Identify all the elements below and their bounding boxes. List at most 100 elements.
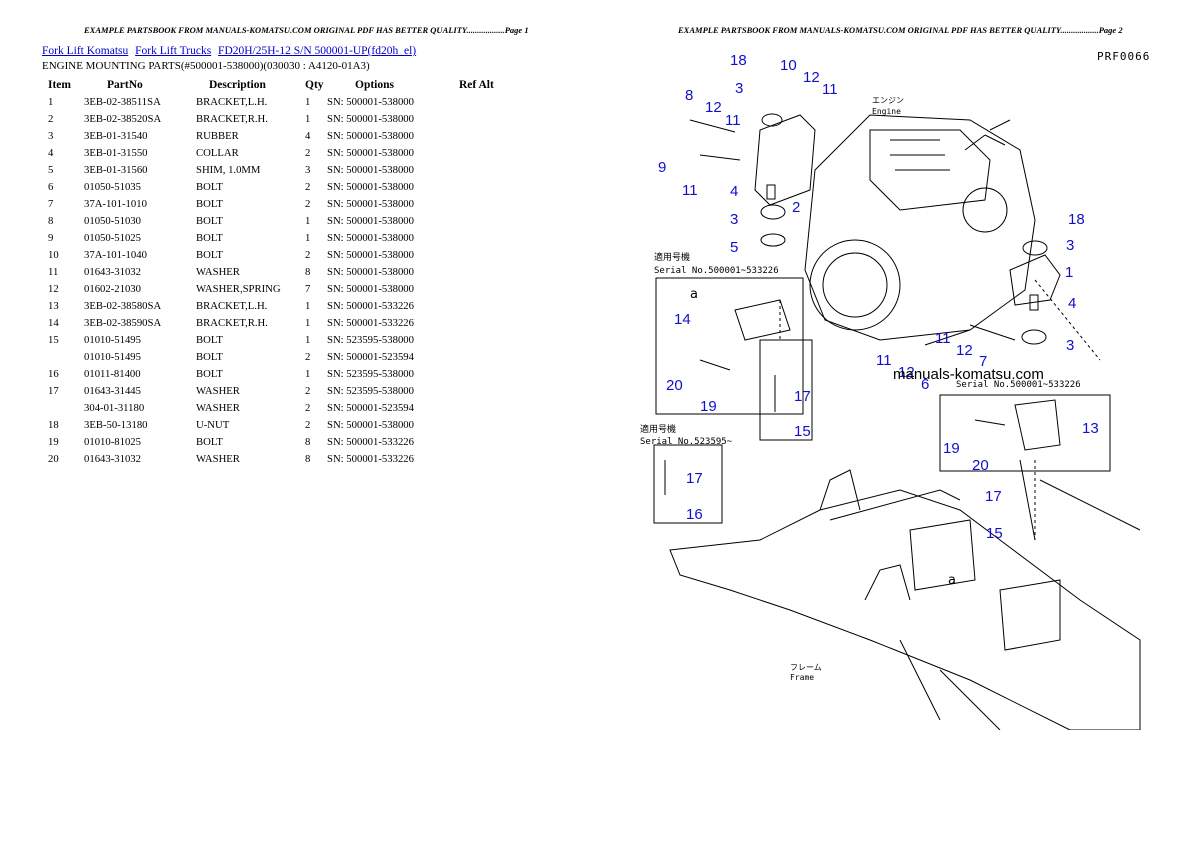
cell-partno: 37A-101-1040 [84,248,147,261]
cell-item: 6 [48,180,54,193]
cell-ref-alt [459,280,499,297]
cell-ref-alt [459,195,499,212]
callout-item-1: 1 [1065,264,1073,281]
page-2-header: EXAMPLE PARTSBOOK FROM MANUALS-KOMATSU.C… [678,25,1123,35]
cell-options: SN: 500001-538000 [327,265,414,278]
cell-qty: 2 [305,248,311,261]
callout-item-2: 2 [792,199,800,216]
cell-ref-alt [459,365,499,382]
serial-label-jp-a: 適用号機 [654,251,690,263]
page-1-header: EXAMPLE PARTSBOOK FROM MANUALS-KOMATSU.C… [84,25,529,35]
cell-description: BRACKET,R.H. [196,316,268,329]
callout-item-11: 11 [725,112,741,129]
cell-partno: 01010-51495 [84,350,141,363]
cell-item: 11 [48,265,59,278]
cell-qty: 7 [305,282,311,295]
cell-description: RUBBER [196,129,239,142]
cell-qty: 1 [305,367,311,380]
callout-item-11: 11 [682,182,698,199]
cell-ref-alt [459,331,499,348]
cell-item: 12 [48,282,59,295]
cell-ref-alt [459,229,499,246]
cell-ref-alt [459,110,499,127]
breadcrumb-link-fork-lift-komatsu[interactable]: Fork Lift Komatsu [42,45,129,57]
frame-label-jp: フレーム [790,663,822,672]
cell-item: 7 [48,197,54,210]
cell-ref-alt [459,314,499,331]
cell-item: 15 [48,333,59,346]
cell-options: SN: 500001-538000 [327,282,414,295]
cell-ref-alt [459,212,499,229]
callout-item-3: 3 [1066,237,1074,254]
callout-item-15: 15 [794,423,811,440]
cell-options: SN: 523595-538000 [327,367,414,380]
callout-item-11: 11 [876,352,892,369]
callout-item-6: 6 [921,376,929,393]
serial-label-c: Serial No.500001~533226 [956,380,1081,390]
column-header-partno: PartNo [107,78,143,91]
cell-description: BOLT [196,248,223,261]
section-title: ENGINE MOUNTING PARTS(#500001-538000)(03… [42,60,370,72]
cell-options: SN: 500001-538000 [327,248,414,261]
cell-item: 20 [48,452,59,465]
cell-description: WASHER [196,452,240,465]
cell-item: 14 [48,316,59,329]
callout-item-4: 4 [1068,295,1076,312]
cell-description: BOLT [196,214,223,227]
cell-partno: 01643-31032 [84,452,141,465]
cell-partno: 3EB-50-13180 [84,418,148,431]
cell-partno: 37A-101-1010 [84,197,147,210]
callout-item-11: 11 [822,81,838,98]
cell-item: 4 [48,146,54,159]
cell-qty: 1 [305,112,311,125]
cell-item: 3 [48,129,54,142]
breadcrumb-link-model[interactable]: FD20H/25H-12 S/N 500001-UP(fd20h_el) [218,45,417,57]
cell-description: WASHER [196,401,240,414]
callout-item-3: 3 [730,211,738,228]
serial-label-b: Serial No.523595~ [640,437,733,447]
cell-ref-alt [459,144,499,161]
callout-item-20: 20 [972,457,989,474]
cell-item: 16 [48,367,59,380]
cell-qty: 2 [305,418,311,431]
callout-item-12: 12 [803,69,820,86]
cell-description: U-NUT [196,418,230,431]
callout-item-19: 19 [700,398,717,415]
cell-description: COLLAR [196,146,239,159]
cell-item: 13 [48,299,59,312]
cell-description: BOLT [196,350,223,363]
cell-item [42,348,84,365]
callout-item-19: 19 [943,440,960,457]
breadcrumb-link-fork-lift-trucks[interactable]: Fork Lift Trucks [135,45,212,57]
cell-partno: 3EB-01-31550 [84,146,148,159]
cell-item [42,399,84,416]
cell-options: SN: 500001-538000 [327,146,414,159]
cell-options: SN: 500001-538000 [327,180,414,193]
diagram-code: PRF0066 [1097,50,1151,63]
detail-marker-a-2: a [948,573,956,588]
cell-qty: 2 [305,384,311,397]
cell-options: SN: 500001-533226 [327,316,414,329]
cell-options: SN: 500001-538000 [327,112,414,125]
cell-partno: 3EB-02-38520SA [84,112,162,125]
column-header-item: Item [48,78,71,91]
cell-ref-alt [459,348,499,365]
callout-item-17: 17 [985,488,1002,505]
cell-item: 8 [48,214,54,227]
callout-item-4: 4 [730,183,738,200]
cell-options: SN: 500001-538000 [327,231,414,244]
cell-options: SN: 500001-538000 [327,163,414,176]
cell-qty: 3 [305,163,311,176]
cell-ref-alt [459,416,499,433]
callout-item-13: 13 [1082,420,1099,437]
cell-item: 5 [48,163,54,176]
